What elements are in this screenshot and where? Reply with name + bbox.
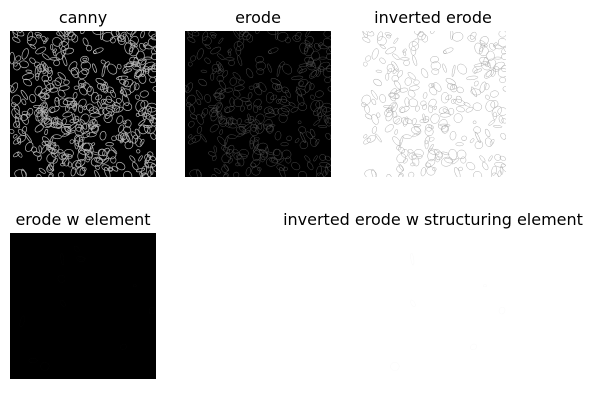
panel-title-inverted-erode: inverted erode [374,8,492,27]
erode-w-element-image [10,233,156,379]
panel-title-canny: canny [58,8,108,27]
image-background [360,31,506,177]
edge-texture [361,31,506,177]
edge-texture [185,31,331,177]
inverted-erode-image [360,31,506,177]
image-background [10,233,156,379]
image-background [360,233,506,379]
erode-image [185,31,331,177]
panel-title-inverted-erode-w-structuring-element: inverted erode w structuring element [283,210,583,229]
panel-title-erode-w-element: erode w element [15,210,151,229]
edge-texture [19,245,156,371]
image-background [185,31,331,177]
canny-image [10,31,156,177]
panel-title-erode: erode [235,8,281,27]
image-background [10,31,156,177]
inverted-erode-w-structuring-element-image [360,233,506,379]
edge-texture [10,31,156,177]
edge-texture [390,253,506,371]
